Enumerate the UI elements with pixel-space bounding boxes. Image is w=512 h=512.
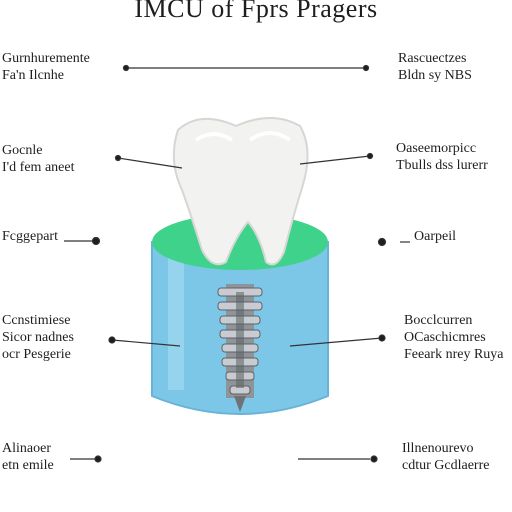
leader-line-r4 <box>289 337 383 347</box>
label-right-2: Oaseemorpicc Tbulls dss lurerr <box>396 141 488 173</box>
label-right-1: Rascuectzes Bldn sy NBS <box>398 51 472 83</box>
label-left-5: Alinaoer etn emile <box>2 441 54 473</box>
leader-line-r2 <box>299 155 371 165</box>
leader-dot-r5 <box>370 455 378 463</box>
leader-dot-l3 <box>91 236 101 246</box>
label-left-2: Gocnle I'd fem aneet <box>2 143 75 175</box>
leader-dot-l1 <box>122 64 130 72</box>
implant-screw <box>217 284 263 412</box>
label-right-5: Illnenourevo cdtur Gcdlaerre <box>402 441 490 473</box>
leader-dot-l2 <box>114 154 122 162</box>
leader-dot-r3 <box>377 237 387 247</box>
diagram-title: IMCU of Fprs Pragers <box>134 0 378 23</box>
tooth-crown <box>172 117 309 266</box>
label-left-3: Fcggepart <box>2 229 58 244</box>
leader-dot-r1 <box>362 64 370 72</box>
label-right-4: Bocclcurren OCaschicmres Feeark nrey Ruy… <box>404 313 504 362</box>
label-left-4: Ccnstimiese Sicor nadnes ocr Pesgerie <box>2 313 74 362</box>
label-right-3: Oarpeil <box>414 229 456 244</box>
leader-line-l4 <box>111 339 181 347</box>
leader-dot-r2 <box>366 152 374 160</box>
leader-dot-l4 <box>108 336 116 344</box>
leader-dot-l5 <box>94 455 102 463</box>
label-left-1: Gurnhuremente Fa'n Ilcnhe <box>2 51 90 83</box>
leader-dot-r4 <box>378 334 386 342</box>
leader-line-l2 <box>117 157 183 169</box>
